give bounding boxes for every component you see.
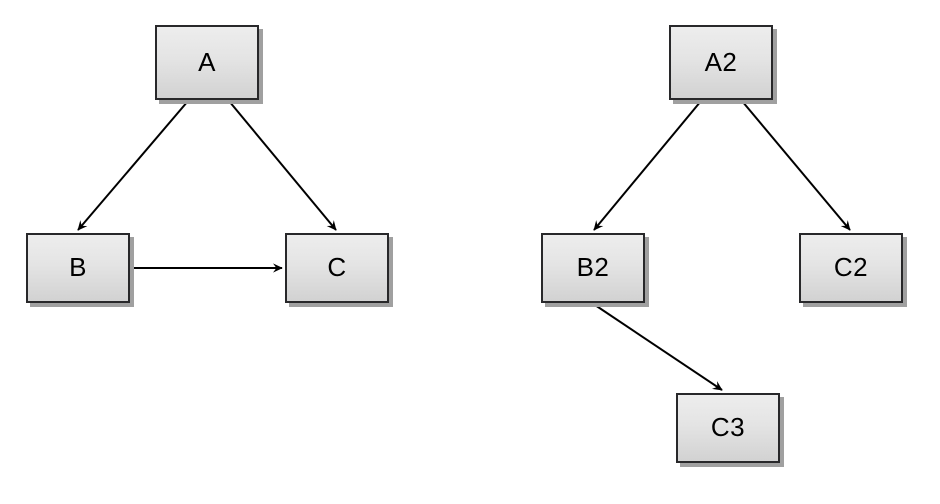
edge-a2-to-b2 xyxy=(593,100,702,231)
edge-a2-to-c2 xyxy=(741,100,851,231)
node-label-b: B xyxy=(69,252,87,282)
node-b[interactable]: B xyxy=(26,233,130,303)
edge-a-to-b xyxy=(77,100,189,231)
node-c2[interactable]: C2 xyxy=(799,233,903,303)
node-label-a2: A2 xyxy=(704,46,738,77)
node-b2[interactable]: B2 xyxy=(541,233,645,303)
node-label-c2: C2 xyxy=(833,252,869,282)
node-label-a: A xyxy=(198,46,216,77)
edges-group xyxy=(77,100,851,391)
edge-b2-to-c3 xyxy=(594,304,723,391)
node-a2[interactable]: A2 xyxy=(669,25,773,100)
edge-a-to-c xyxy=(228,100,337,231)
node-label-b2: B2 xyxy=(576,252,610,282)
node-label-c: C xyxy=(327,252,347,282)
node-label-c3: C3 xyxy=(710,412,746,442)
node-c[interactable]: C xyxy=(285,233,389,303)
node-c3[interactable]: C3 xyxy=(676,393,780,463)
node-a[interactable]: A xyxy=(155,25,259,100)
